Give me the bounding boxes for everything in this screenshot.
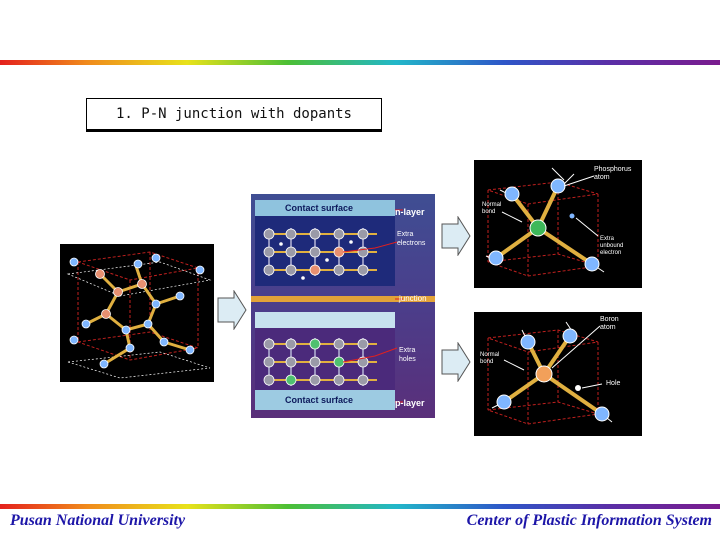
slide-title: 1. P-N junction with dopants [86, 98, 382, 132]
footer-university: Pusan National University [10, 512, 186, 529]
p-layer-label: p-layer [395, 398, 425, 408]
bottom-rainbow-divider [0, 504, 720, 509]
junction-label: junction [399, 294, 427, 303]
contact-surface-top-label: Contact surface [285, 203, 354, 213]
boron-dopant-svg [487, 321, 613, 425]
top-rainbow-divider [0, 60, 720, 65]
hole-label: Hole [606, 380, 621, 387]
footer-center-name: Center of Plastic Information System [466, 512, 712, 529]
pn-junction-svg [251, 200, 435, 410]
right-arrow-icon [216, 290, 248, 330]
n-layer-label: n-layer [395, 207, 425, 217]
right-arrow-icon [440, 216, 472, 256]
crystal-lattice-svg [66, 251, 212, 379]
phosphorus-dopant-svg [485, 167, 605, 277]
contact-surface-bottom-label: Contact surface [285, 395, 354, 405]
right-arrow-icon [440, 342, 472, 382]
crystal-lattice-image [60, 244, 214, 382]
